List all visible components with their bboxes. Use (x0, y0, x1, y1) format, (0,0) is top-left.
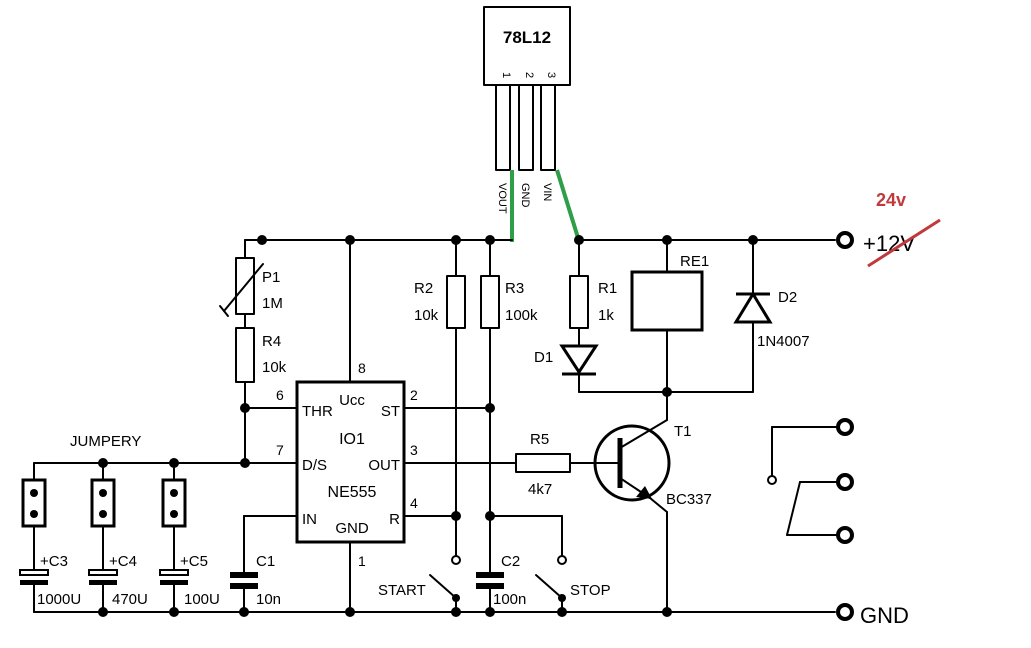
r5-value: 4k7 (528, 481, 552, 498)
ic-pin-6: 6 (276, 387, 284, 403)
regulator-gnd-label: GND (519, 183, 531, 208)
r2-value: 10k (414, 307, 439, 324)
jumper-c4 (88, 462, 118, 613)
ic-in-label: IN (302, 511, 317, 528)
re1-ref: RE1 (680, 253, 709, 270)
c4-value: 470U (112, 591, 148, 608)
start-contact (451, 555, 461, 565)
resistor-r2 (446, 275, 466, 329)
regulator-pin-vout (495, 84, 511, 171)
ic-ref: IO1 (339, 431, 365, 448)
terminal-plus (836, 231, 854, 249)
r3-value: 100k (505, 307, 538, 324)
start-switch (429, 574, 457, 599)
c1-value: 10n (256, 591, 281, 608)
ic-ne555: Ucc THR ST IO1 D/S OUT NE555 IN R GND 8 … (276, 360, 418, 569)
jumpers-label: JUMPERY (70, 433, 141, 450)
regulator-name: 78L12 (503, 28, 551, 47)
c3-value: 1000U (37, 591, 81, 608)
regulator-pin-gnd (518, 84, 534, 171)
ic-pin-7: 7 (276, 442, 284, 458)
d2-ref: D2 (778, 289, 797, 306)
supply-ground: GND (860, 603, 909, 628)
diode-d2 (733, 291, 773, 324)
c1-ref: C1 (256, 553, 275, 570)
c4-ref: +C4 (109, 553, 137, 570)
stop-contact (557, 555, 567, 565)
relay-contacts (767, 418, 854, 544)
r1-value: 1k (598, 307, 614, 324)
resistor-r4 (235, 327, 255, 383)
c2-ref: C2 (501, 553, 520, 570)
ic-pin-4: 4 (410, 495, 418, 511)
ic-st-label: ST (381, 403, 400, 420)
capacitor-c1-plate-top (230, 572, 258, 578)
potentiometer-arrow (223, 263, 264, 312)
diode-d1 (559, 344, 599, 375)
c5-value: 100U (184, 591, 220, 608)
junction-dots (98, 235, 758, 617)
regulator-pin-3-number: 3 (545, 72, 557, 78)
supply-new-voltage: 24v (876, 190, 906, 210)
ic-pin-2: 2 (410, 387, 418, 403)
c5-ref: +C5 (180, 553, 208, 570)
c2-value: 100n (493, 591, 526, 608)
ic-ucc-label: Ucc (339, 392, 365, 409)
r1-ref: R1 (598, 280, 617, 297)
r4-value: 10k (262, 359, 287, 376)
r4-ref: R4 (262, 333, 281, 350)
ic-out-label: OUT (368, 457, 400, 474)
t1-value: BC337 (666, 491, 712, 508)
regulator-pin-vin (540, 84, 556, 171)
p1-value: 1M (262, 295, 283, 312)
strike-through-line (867, 218, 941, 268)
resistor-r3 (480, 275, 500, 329)
d2-value: 1N4007 (757, 333, 810, 350)
regulator-78l12: 78L12 1 2 3 VOUT GND VIN (483, 6, 571, 214)
resistor-r1 (569, 275, 589, 329)
jumper-c3 (19, 462, 49, 613)
regulator-pin-1-number: 1 (500, 72, 512, 78)
d1-ref: D1 (534, 349, 553, 366)
capacitor-c1-plate-bottom (230, 583, 258, 589)
ic-pin-8: 8 (358, 360, 366, 376)
stop-switch (535, 574, 563, 599)
p1-ref: P1 (262, 269, 280, 286)
r2-ref: R2 (414, 280, 433, 297)
ic-ds-label: D/S (302, 457, 327, 474)
regulator-vout-label: VOUT (496, 183, 508, 214)
relay-coil-re1 (630, 270, 704, 332)
ic-r-label: R (389, 511, 400, 528)
r3-ref: R3 (505, 280, 524, 297)
regulator-vin-label: VIN (541, 183, 553, 201)
jumper-c5 (159, 462, 189, 613)
ic-part: NE555 (328, 484, 377, 501)
stop-label: STOP (570, 582, 611, 599)
r5-ref: R5 (530, 431, 549, 448)
t1-ref: T1 (674, 423, 692, 440)
mod-wire-vin (555, 169, 581, 242)
ic-pin-1: 1 (358, 553, 366, 569)
c3-ref: +C3 (40, 553, 68, 570)
ic-thr-label: THR (302, 403, 333, 420)
ic-pin-3: 3 (410, 442, 418, 458)
capacitor-c2-plate-bottom (476, 583, 504, 589)
resistor-r5 (515, 453, 571, 473)
transistor-t1 (593, 419, 671, 513)
terminal-gnd (836, 603, 854, 621)
start-label: START (378, 582, 426, 599)
ic-gnd-label: GND (335, 520, 369, 537)
capacitor-c2-plate-top (476, 572, 504, 578)
regulator-pin-2-number: 2 (523, 72, 535, 78)
